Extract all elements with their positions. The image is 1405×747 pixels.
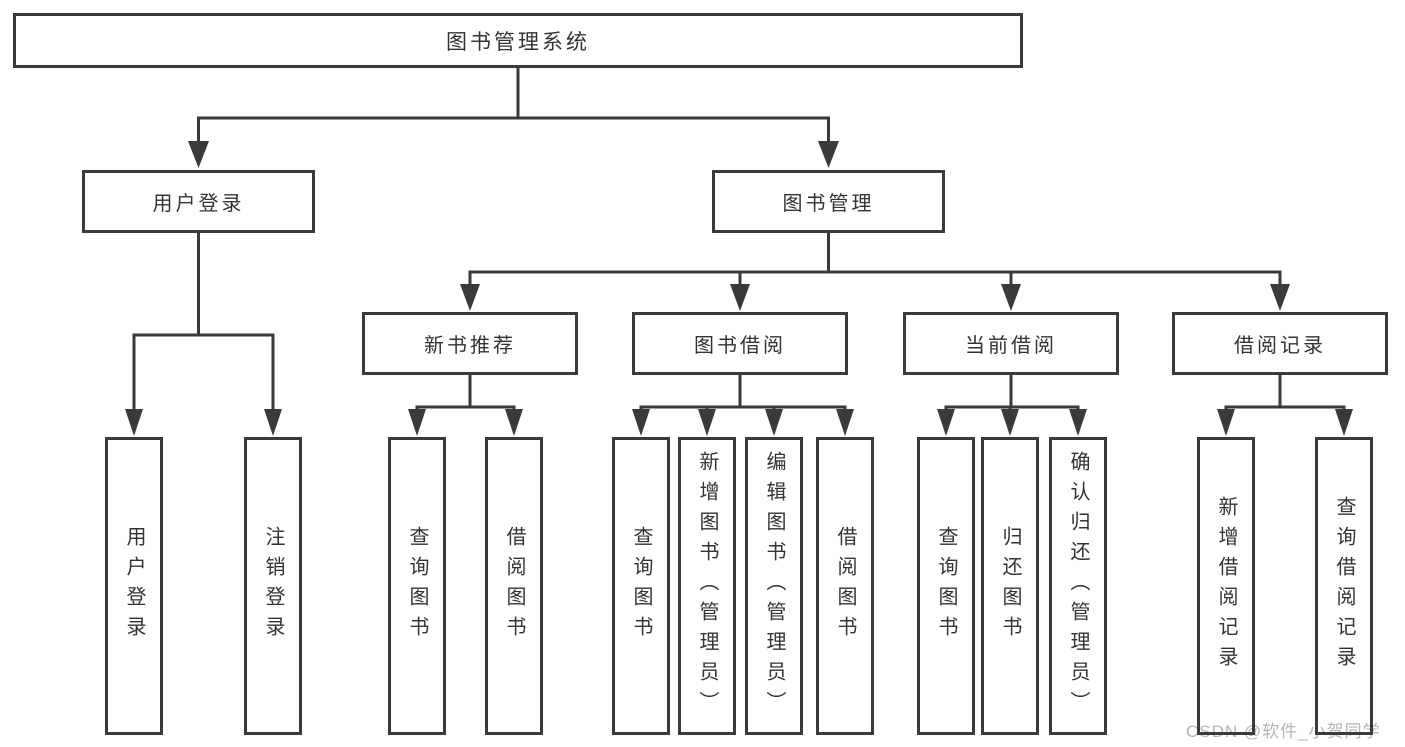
node-book-management-branch: 图书管理	[712, 170, 945, 233]
node-label: 新增借阅记录	[1215, 496, 1237, 676]
node-label: 查询图书	[630, 526, 652, 646]
node-confirm-return-admin: 确认归还（管理员）	[1049, 437, 1107, 735]
node-label: 当前借阅	[965, 335, 1057, 357]
node-label: 用户登录	[152, 193, 245, 215]
node-query-borrow-record: 查询借阅记录	[1315, 437, 1373, 735]
node-book-borrowing: 图书借阅	[632, 312, 848, 375]
arrowheads	[125, 141, 1353, 436]
node-logout: 注销登录	[244, 437, 302, 735]
node-edit-book-admin: 编辑图书（管理员）	[745, 437, 803, 735]
node-label: 新书推荐	[424, 335, 516, 357]
node-label: 借阅记录	[1234, 335, 1326, 357]
node-label: 用户登录	[123, 526, 145, 646]
node-add-book-admin: 新增图书（管理员）	[678, 437, 736, 735]
node-label: 借阅图书	[503, 526, 525, 646]
node-current-borrowing: 当前借阅	[903, 312, 1119, 375]
node-add-borrow-record: 新增借阅记录	[1197, 437, 1255, 735]
node-user-login-branch: 用户登录	[82, 170, 315, 233]
node-return-books: 归还图书	[981, 437, 1039, 735]
node-label: 查询图书	[935, 526, 957, 646]
node-borrowing-records: 借阅记录	[1172, 312, 1388, 375]
node-label: 图书管理系统	[446, 30, 590, 54]
node-query-books-borrowing: 查询图书	[612, 437, 670, 735]
node-query-books-current: 查询图书	[917, 437, 975, 735]
node-label: 借阅图书	[834, 526, 856, 646]
node-label: 归还图书	[999, 526, 1021, 646]
node-label: 查询图书	[406, 526, 428, 646]
node-borrow-books: 借阅图书	[816, 437, 874, 735]
node-borrow-books-recommend: 借阅图书	[485, 437, 543, 735]
node-label: 图书借阅	[694, 335, 786, 357]
node-library-management-system: 图书管理系统	[13, 13, 1023, 68]
node-label: 确认归还（管理员）	[1067, 451, 1089, 721]
node-label: 图书管理	[782, 193, 875, 215]
node-user-login: 用户登录	[105, 437, 163, 735]
watermark: CSDN @软件_小贺同学	[1186, 722, 1381, 741]
node-query-books-recommend: 查询图书	[388, 437, 446, 735]
node-label: 新增图书（管理员）	[696, 451, 718, 721]
node-label: 编辑图书（管理员）	[763, 451, 785, 721]
node-label: 查询借阅记录	[1333, 496, 1355, 676]
node-new-book-recommendation: 新书推荐	[362, 312, 578, 375]
node-label: 注销登录	[262, 526, 284, 646]
